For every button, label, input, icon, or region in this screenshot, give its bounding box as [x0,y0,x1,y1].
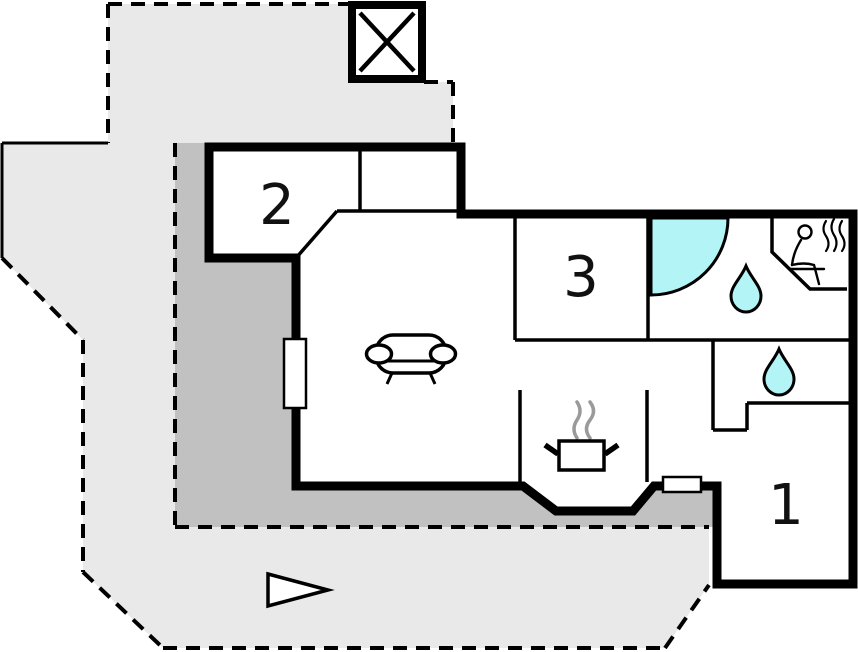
room-labels: 1 2 3 [259,173,804,538]
room-2-label: 2 [259,173,295,238]
sofa-icon [364,333,458,385]
terrace-light-shape [2,4,709,648]
room-3-label: 3 [563,245,599,310]
skylight-icon [348,1,426,83]
water-drop-icon [729,262,763,314]
terrace-boundary-dashed [0,2,711,650]
terrace-boundary-solid [0,141,108,258]
window-south [661,475,703,494]
steam-icon [572,400,596,440]
cooking-pot-icon [543,400,620,472]
direction-arrow-icon [266,571,335,609]
shower-icon [649,216,730,297]
windows [282,337,703,494]
sauna-person-icon [788,217,846,286]
water-drop-icon [762,345,796,397]
interior-walls [294,147,851,482]
window-west [282,337,308,410]
room-1-label: 1 [768,473,804,538]
terrace-light-area [2,4,709,648]
